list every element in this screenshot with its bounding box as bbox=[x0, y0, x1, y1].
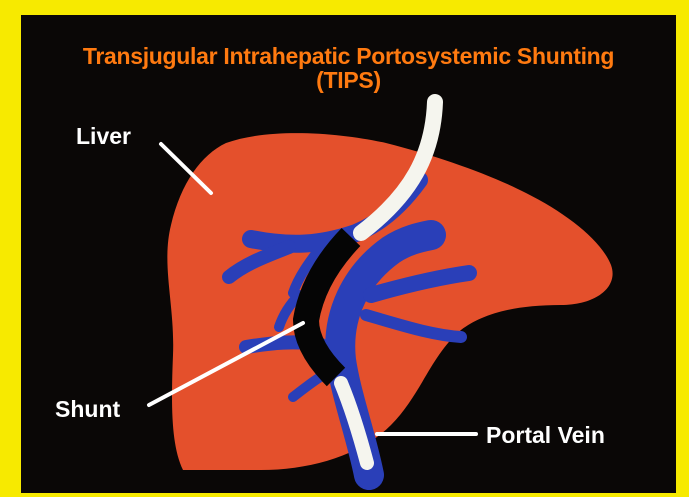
tips-slide: Transjugular Intrahepatic Portosystemic … bbox=[21, 15, 676, 493]
portal-vein-label: Portal Vein bbox=[486, 422, 605, 448]
slide-title-abbreviation: (TIPS) bbox=[21, 68, 676, 92]
shunt-label: Shunt bbox=[55, 396, 120, 422]
slide-title: Transjugular Intrahepatic Portosystemic … bbox=[21, 44, 676, 68]
liver-label: Liver bbox=[76, 123, 131, 149]
liver-shape bbox=[167, 133, 612, 470]
